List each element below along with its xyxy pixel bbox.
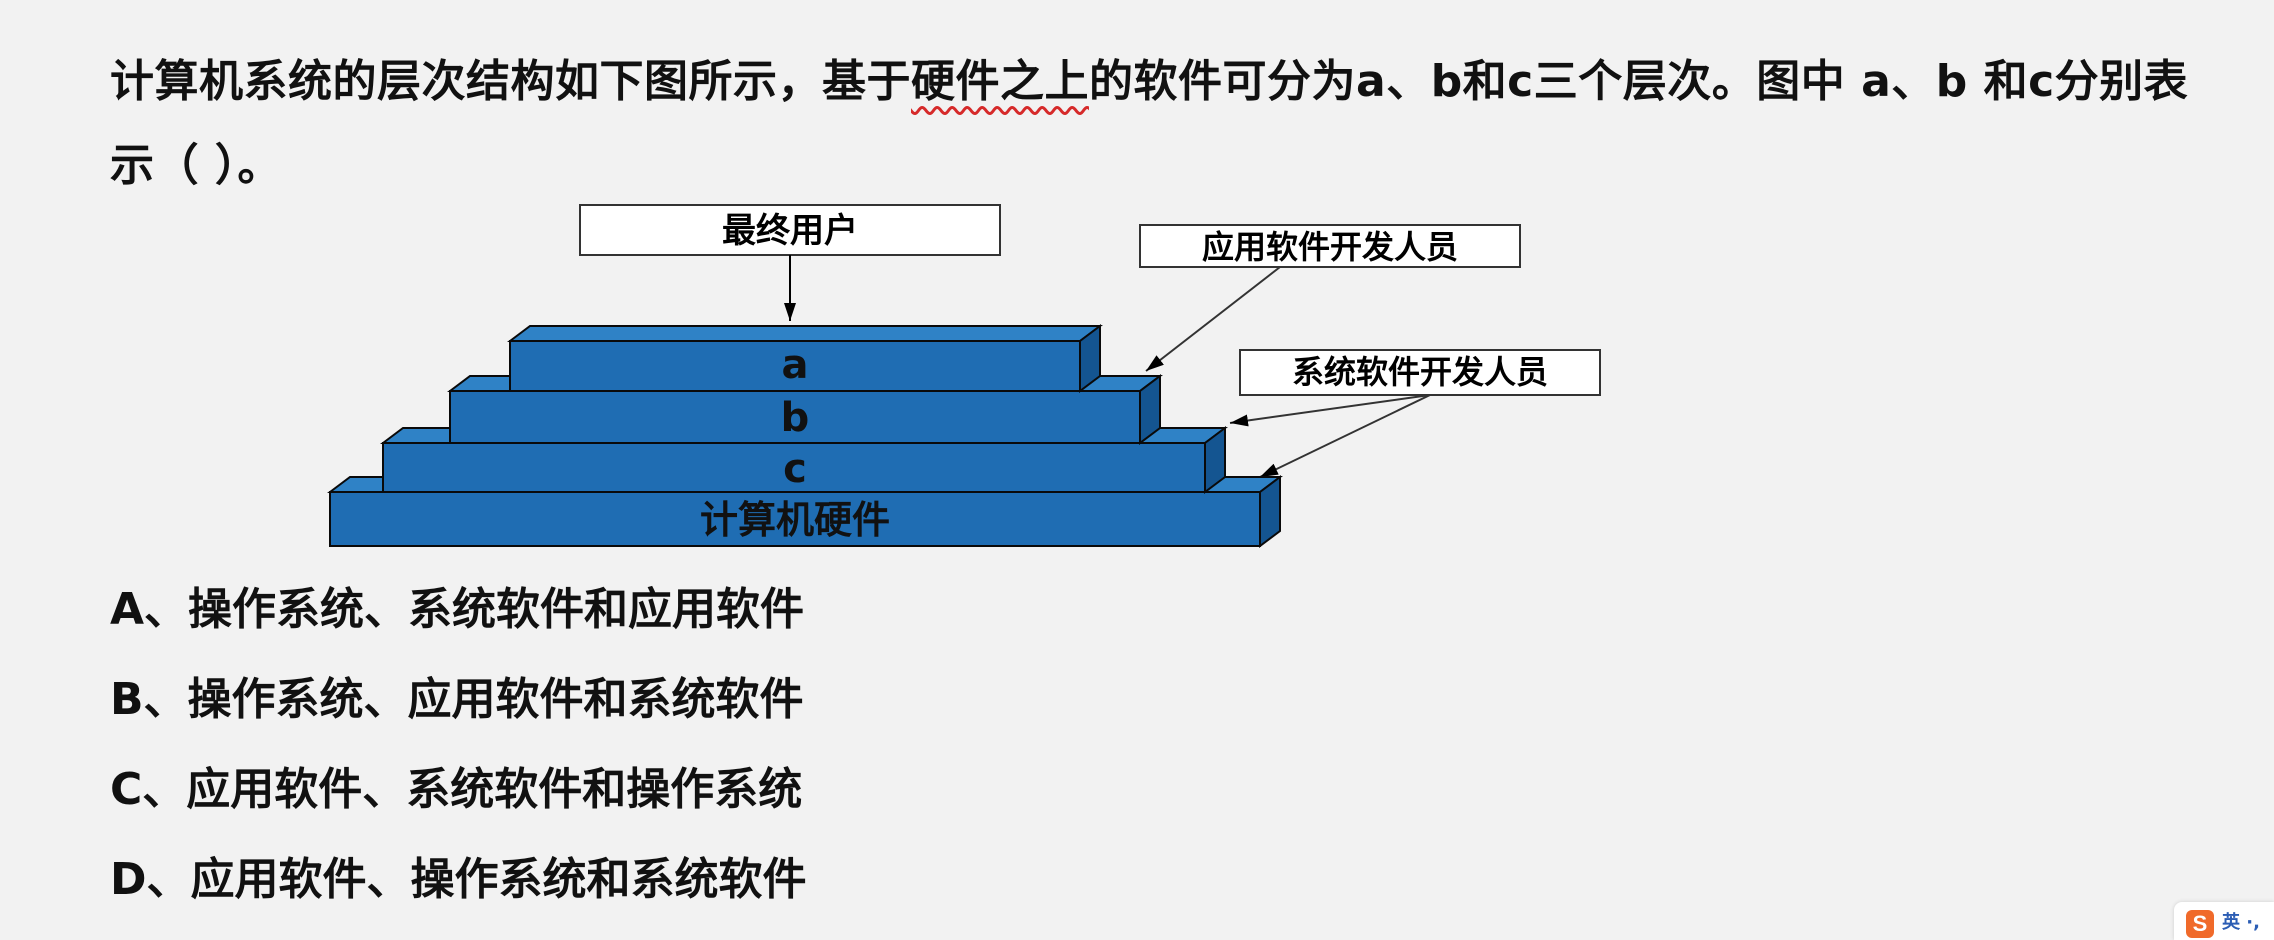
app-dev-arrow	[1145, 266, 1281, 372]
sys-dev-arrow-c	[1259, 394, 1431, 478]
sys-dev-box: 系统软件开发人员	[1239, 349, 1601, 396]
ime-logo-icon: S	[2186, 910, 2214, 938]
question-part1: 计算机系统的层次结构如下图所示，基于	[110, 56, 911, 107]
app-dev-box: 应用软件开发人员	[1139, 224, 1521, 268]
option-d[interactable]: D、应用软件、操作系统和系统软件	[110, 854, 807, 905]
end-user-label: 最终用户	[722, 211, 858, 251]
layer-b-label: b	[781, 395, 810, 441]
end-user-box: 最终用户	[579, 204, 1001, 256]
layer-a-label: a	[782, 342, 809, 388]
layer-c-label: c	[783, 446, 807, 492]
question-highlight: 硬件之上	[911, 56, 1089, 107]
answer-options: A、操作系统、系统软件和应用软件 B、操作系统、应用软件和系统软件 C、应用软件…	[110, 565, 807, 925]
question-part2: 的软件可分为a、b和c三个层次。图中 a、b 和c分别表示（ ）。	[110, 56, 2189, 191]
layer-a: a	[507, 324, 1103, 393]
hardware-label: 计算机硬件	[700, 498, 890, 542]
option-b[interactable]: B、操作系统、应用软件和系统软件	[110, 674, 804, 725]
sys-dev-label: 系统软件开发人员	[1292, 353, 1548, 391]
sys-dev-arrow-b	[1229, 394, 1431, 427]
ime-mode-text: 英 ·,	[2222, 912, 2260, 933]
hierarchy-diagram: 最终用户 应用软件开发人员 系统软件开发人员 计算机硬件 c b a	[327, 204, 1601, 548]
ime-status-badge[interactable]: S 英 ·,	[2174, 902, 2274, 940]
app-dev-label: 应用软件开发人员	[1202, 228, 1458, 266]
option-a[interactable]: A、操作系统、系统软件和应用软件	[110, 584, 805, 635]
question-text: 计算机系统的层次结构如下图所示，基于硬件之上的软件可分为a、b和c三个层次。图中…	[110, 40, 2190, 208]
option-c[interactable]: C、应用软件、系统软件和操作系统	[110, 764, 803, 815]
